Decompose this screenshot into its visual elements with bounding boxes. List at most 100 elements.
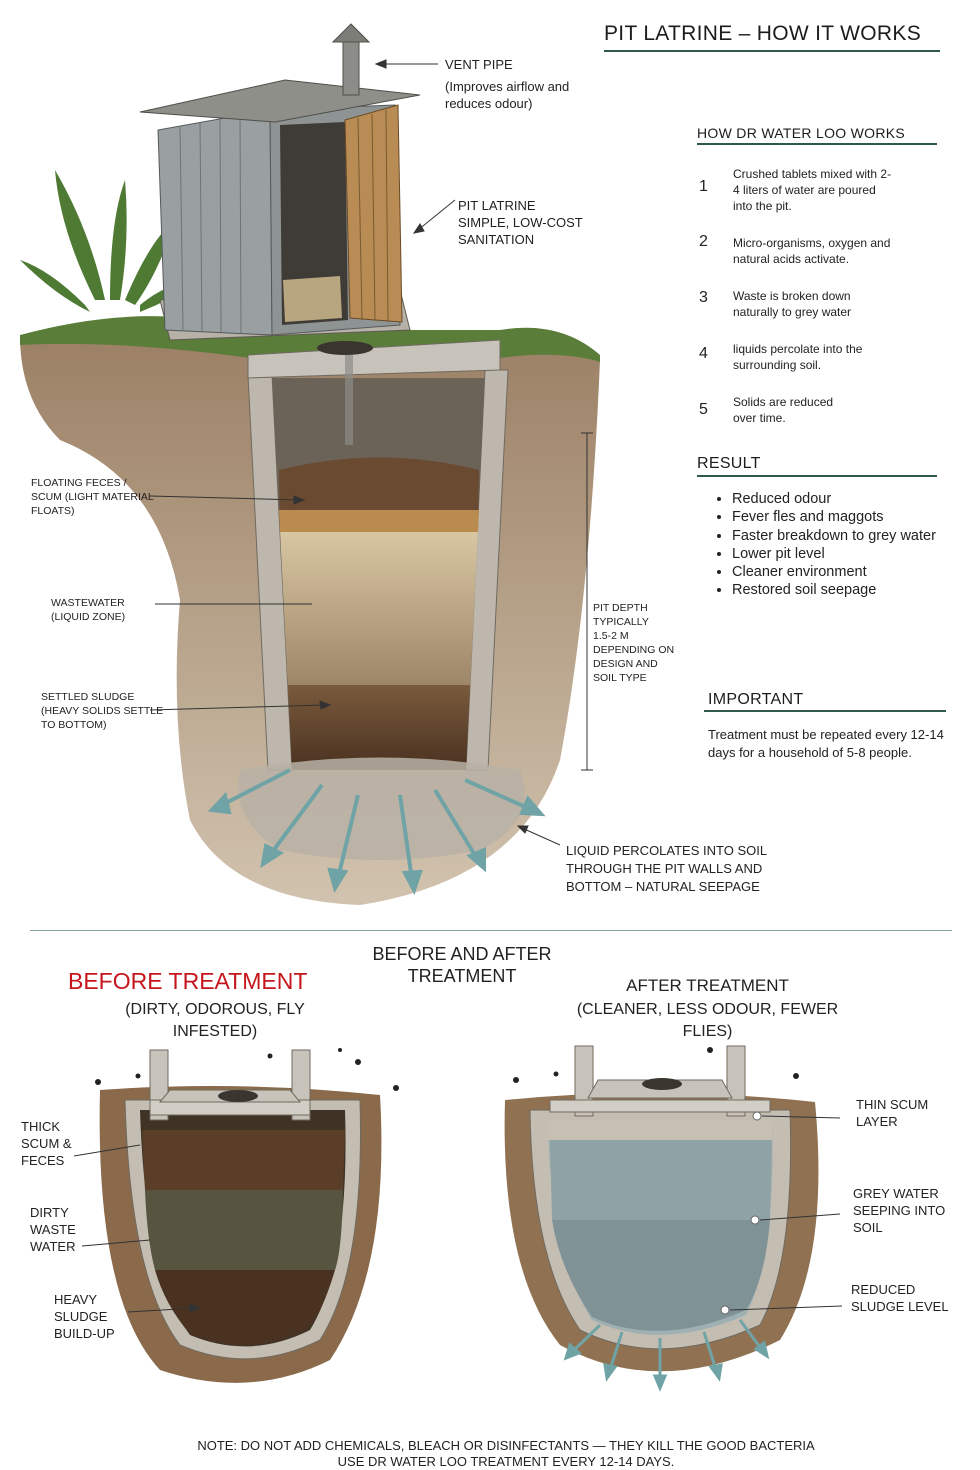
- step-line: into the pit.: [733, 199, 792, 213]
- step-line: Solids are reduced: [733, 395, 834, 409]
- before-after-illustration: [73, 1045, 843, 1392]
- result-heading: RESULT: [697, 455, 761, 472]
- pit-wastewater: [280, 530, 478, 690]
- step-number: 5: [699, 401, 708, 418]
- after-scum-label: THIN SCUM: [856, 1097, 929, 1112]
- percolate-label: THROUGH THE PIT WALLS AND: [566, 861, 763, 876]
- seepage-arrows: [207, 768, 546, 896]
- step-number: 1: [699, 178, 708, 195]
- important-heading: IMPORTANT: [708, 691, 804, 708]
- after-sludge-label: REDUCED: [851, 1282, 916, 1297]
- pit-depth-label: DEPENDING ON: [593, 644, 675, 656]
- hut-seat: [283, 276, 342, 322]
- pit-latrine-label: SANITATION: [458, 232, 535, 247]
- drop-hole: [317, 341, 373, 355]
- pit-depth-label: TYPICALLY: [593, 616, 649, 628]
- step-number: 4: [699, 345, 708, 362]
- step-line: naturally to grey water: [733, 305, 852, 319]
- vent-pipe-shape: [342, 39, 360, 96]
- settled-sludge-label: SETTLED SLUDGE: [41, 691, 135, 703]
- step-line: Crushed tablets mixed with 2-: [733, 167, 892, 181]
- pit-depth-label: 1.5-2 M: [593, 630, 629, 642]
- before-pit: [73, 1048, 399, 1383]
- settled-sludge-label: TO BOTTOM): [41, 719, 107, 731]
- after-grey-label: SEEPING INTO: [853, 1203, 946, 1218]
- vent-pipe-label: VENT PIPE: [445, 57, 513, 72]
- latrine-illustration: [20, 23, 600, 906]
- vent-cap: [331, 23, 371, 43]
- before-scum-label: THICK: [21, 1119, 60, 1134]
- before-subtitle: (DIRTY, ODOROUS, FLY INFESTED): [100, 999, 330, 1043]
- pit-latrine-label: SIMPLE, LOW-COST: [458, 215, 583, 230]
- result-item: Fever fles and maggots: [732, 508, 947, 526]
- percolate-label: LIQUID PERCOLATES INTO SOIL: [566, 843, 768, 858]
- result-item: Cleaner environment: [732, 563, 947, 581]
- before-sludge-label: HEAVY: [54, 1292, 98, 1307]
- result-item: Faster breakdown to grey water: [732, 527, 947, 545]
- step-text: Micro-organisms, oxygen and natural acid…: [733, 235, 933, 267]
- result-list: Reduced odour Fever fles and maggots Fas…: [716, 490, 947, 600]
- how-it-works-heading: HOW DR WATER LOO WORKS: [697, 125, 906, 141]
- before-sludge-label: SLUDGE: [54, 1309, 108, 1324]
- before-treatment-title: BEFORE TREATMENT: [68, 968, 308, 994]
- pit-depth-label: SOIL TYPE: [593, 672, 647, 684]
- after-grey-label: SOIL: [853, 1220, 883, 1235]
- step-line: over time.: [733, 411, 786, 425]
- subtitle-line: FLIES): [682, 1023, 733, 1040]
- page-title: PIT LATRINE – HOW IT WORKS: [604, 22, 922, 45]
- step-number: 3: [699, 289, 708, 306]
- footer-note-line: USE DR WATER LOO TREATMENT EVERY 12-14 D…: [337, 1454, 675, 1469]
- footer-note-line: NOTE: DO NOT ADD CHEMICALS, BLEACH OR DI…: [197, 1438, 815, 1453]
- after-scum-label: LAYER: [856, 1114, 898, 1129]
- how-it-works-rule: [697, 143, 937, 145]
- vent-pipe-note: reduces odour): [445, 96, 533, 111]
- heading-line: TREATMENT: [407, 966, 517, 986]
- step-line: liquids percolate into the: [733, 342, 863, 356]
- before-scum-label: FECES: [21, 1153, 65, 1168]
- section-divider: [30, 930, 952, 931]
- step-text: Waste is broken down naturally to grey w…: [733, 288, 933, 320]
- pit-latrine-label: PIT LATRINE: [458, 198, 536, 213]
- pit-sludge: [288, 685, 470, 770]
- settled-sludge-label: (HEAVY SOLIDS SETTLE: [41, 705, 164, 717]
- percolate-label: BOTTOM – NATURAL SEEPAGE: [566, 879, 760, 894]
- result-rule: [697, 475, 937, 477]
- step-text: liquids percolate into the surrounding s…: [733, 341, 933, 373]
- step-line: Waste is broken down: [733, 289, 851, 303]
- title-underline: [604, 50, 940, 52]
- subtitle-line: (DIRTY, ODOROUS, FLY: [125, 1001, 305, 1018]
- wastewater-label: WASTEWATER: [51, 597, 125, 609]
- footer-note: NOTE: DO NOT ADD CHEMICALS, BLEACH OR DI…: [0, 1438, 980, 1470]
- result-item: Reduced odour: [732, 490, 947, 508]
- step-line: natural acids activate.: [733, 252, 850, 266]
- after-treatment-title: AFTER TREATMENT: [626, 976, 789, 995]
- hut-wall-left: [157, 109, 273, 336]
- vent-pipe-note: (Improves airflow and: [445, 79, 570, 94]
- after-sludge-label: SLUDGE LEVEL: [851, 1299, 949, 1314]
- step-text: Crushed tablets mixed with 2- 4 liters o…: [733, 166, 933, 214]
- result-item: Lower pit level: [732, 545, 947, 563]
- after-pit: [504, 1045, 843, 1392]
- important-text: Treatment must be repeated every 12-14 d…: [708, 727, 944, 760]
- floating-feces-label: FLOATS): [31, 505, 75, 517]
- step-line: surrounding soil.: [733, 358, 822, 372]
- step-number: 2: [699, 233, 708, 250]
- before-water-label: DIRTY: [30, 1205, 69, 1220]
- step-text: Solids are reduced over time.: [733, 394, 933, 426]
- floating-feces-label: SCUM (LIGHT MATERIAL: [31, 491, 154, 503]
- pit-depth-label: DESIGN AND: [593, 658, 658, 670]
- after-subtitle: (CLEANER, LESS ODOUR, FEWER FLIES): [560, 999, 855, 1043]
- before-sludge-label: BUILD-UP: [54, 1326, 115, 1341]
- floor-slab: [247, 339, 501, 379]
- before-water-label: WASTE: [30, 1222, 76, 1237]
- pit-depth-label: PIT DEPTH: [593, 602, 648, 614]
- before-water-label: WATER: [30, 1239, 76, 1254]
- subtitle-line: (CLEANER, LESS ODOUR, FEWER: [576, 1001, 839, 1018]
- heading-line: BEFORE AND AFTER: [372, 944, 552, 964]
- before-scum-label: SCUM &: [21, 1136, 72, 1151]
- gravel-base: [238, 757, 525, 860]
- subtitle-line: INFESTED): [172, 1023, 258, 1040]
- after-grey-label: GREY WATER: [853, 1186, 939, 1201]
- depth-bracket: [581, 432, 593, 771]
- result-item: Restored soil seepage: [732, 581, 947, 599]
